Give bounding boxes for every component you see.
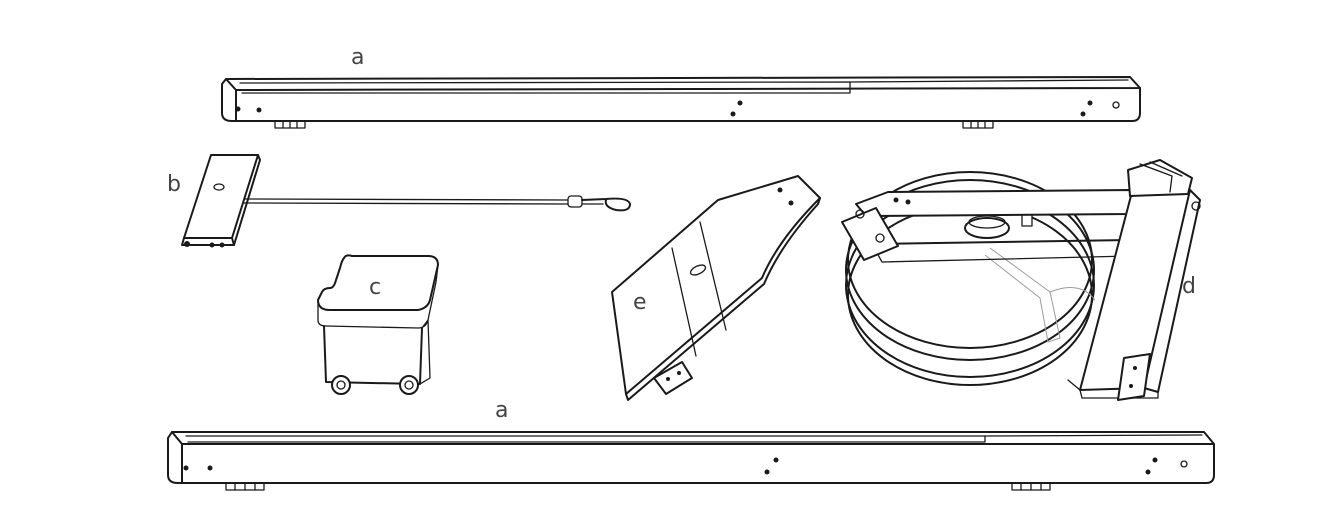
label-d: d xyxy=(1182,274,1196,299)
label-a-bottom: a xyxy=(495,398,509,423)
footrest-part xyxy=(181,154,631,248)
label-c: c xyxy=(369,275,382,300)
monorail-base-part xyxy=(841,159,1201,401)
label-b: b xyxy=(167,172,181,197)
rail-top xyxy=(221,76,1141,129)
footplate-part xyxy=(611,175,821,401)
label-e: e xyxy=(633,290,647,315)
label-a-top: a xyxy=(351,45,365,70)
seat-part xyxy=(317,254,439,395)
rail-bottom xyxy=(167,431,1215,491)
